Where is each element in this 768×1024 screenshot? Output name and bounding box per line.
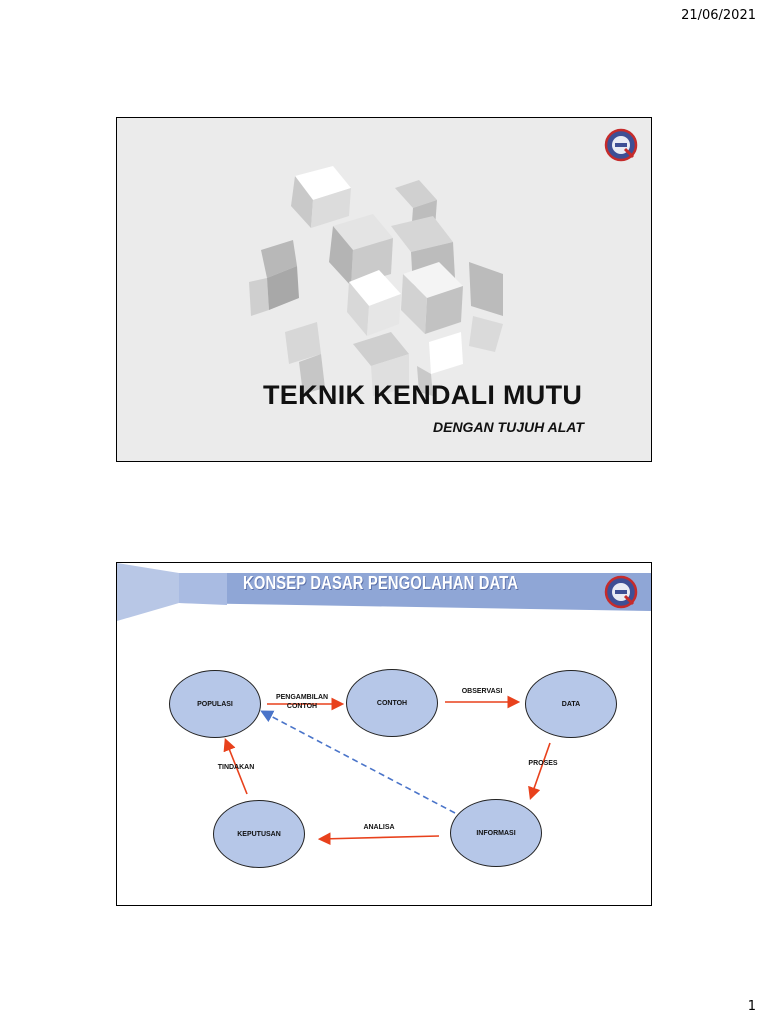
cube-cluster-graphic [249, 166, 503, 396]
arrow-keputusan-populasi [223, 738, 248, 795]
node-informasi: INFORMASI [450, 799, 542, 867]
page-date: 21/06/2021 [681, 8, 756, 23]
node-keputusan: KEPUTUSAN [213, 800, 305, 868]
label-pengambilan-line1: PENGAMBILAN [275, 694, 329, 701]
label-tindakan: TINDAKAN [217, 764, 255, 771]
label-analisa: ANALISA [363, 824, 395, 831]
label-proses: PROSES [528, 760, 558, 767]
slide-data-processing: KONSEP DASAR PENGOLAHAN DATA POPULASI CO… [116, 562, 652, 906]
page-number: 1 [747, 999, 756, 1014]
label-pengambilan-line2: CONTOH [286, 703, 318, 710]
node-data: DATA [525, 670, 617, 738]
arrow-informasi-keputusan [317, 832, 440, 846]
slide-subtitle-text: DENGAN TUJUH ALAT [433, 419, 584, 435]
slide-title-text: KONSEP DASAR PENGOLAHAN DATA [243, 573, 519, 593]
quality-logo-icon [604, 128, 638, 162]
quality-logo-icon [604, 575, 638, 609]
node-populasi: POPULASI [169, 670, 261, 738]
slide-title: TEKNIK KENDALI MUTU DENGAN TUJUH ALAT [116, 117, 652, 462]
label-pengambilan-contoh: PENGAMBILAN CONTOH [267, 693, 337, 711]
arrow-data-informasi [528, 742, 551, 801]
node-contoh: CONTOH [346, 669, 438, 737]
flow-arrows [223, 695, 551, 846]
slide-title-text: TEKNIK KENDALI MUTU [263, 380, 583, 410]
arrow-informasi-populasi-dashed [260, 710, 456, 814]
title-banner [117, 563, 651, 621]
label-observasi: OBSERVASI [461, 688, 503, 695]
